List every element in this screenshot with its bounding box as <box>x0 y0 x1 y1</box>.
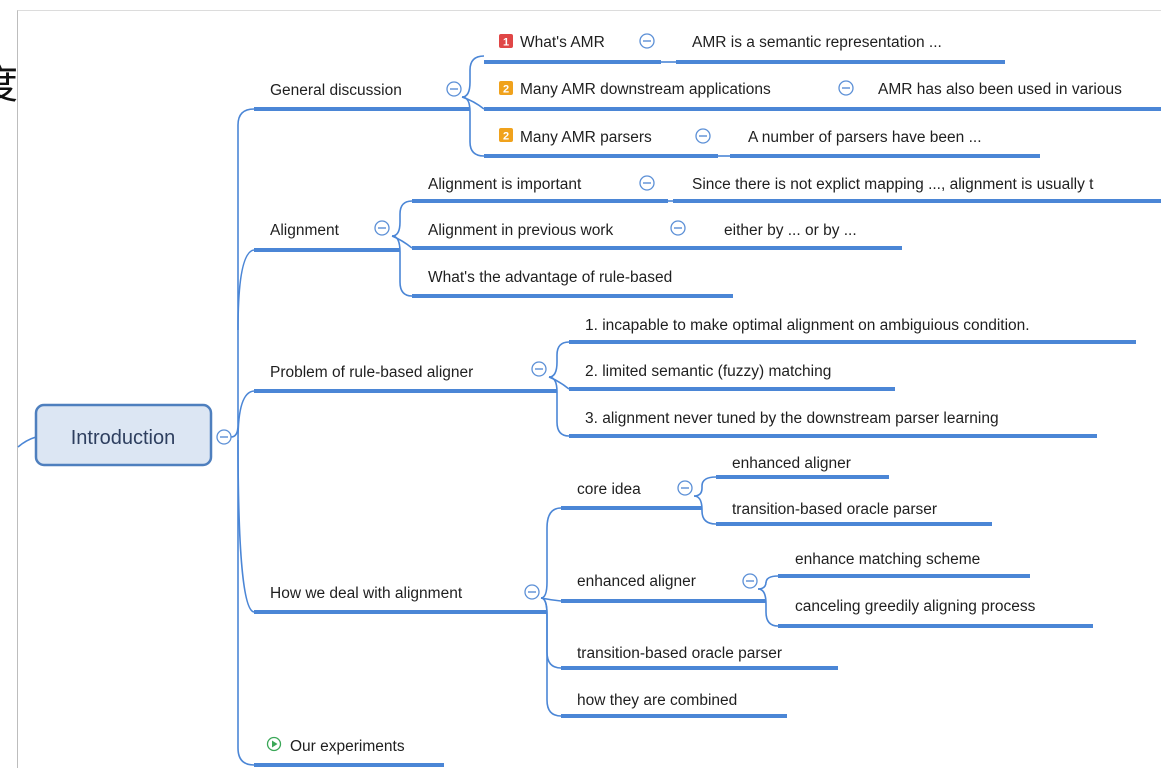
node-label: transition-based oracle parser <box>732 501 937 518</box>
topic-label: Alignment <box>270 222 340 239</box>
note-text: Since there is not explict mapping ..., … <box>692 176 1094 193</box>
topic-label: General discussion <box>270 82 402 99</box>
note-text: A number of parsers have been ... <box>748 129 982 146</box>
root-label: Introduction <box>71 427 176 449</box>
node-alignment-previous-work[interactable]: Alignment in previous work <box>412 222 697 250</box>
note-amr-definition[interactable]: AMR is a semantic representation ... <box>676 34 1005 64</box>
topic-our-experiments[interactable]: Our experiments <box>254 736 444 767</box>
priority-2-icon <box>499 81 513 95</box>
topic-general-discussion[interactable]: General discussion <box>254 82 470 111</box>
node-problem-1[interactable]: 1. incapable to make optimal alignment o… <box>569 317 1136 344</box>
collapse-icon[interactable] <box>742 573 758 589</box>
priority-number: 2 <box>503 84 509 96</box>
priority-number: 2 <box>503 131 509 143</box>
collapse-icon[interactable] <box>670 220 686 236</box>
node-oracle-parser[interactable]: transition-based oracle parser <box>561 645 838 670</box>
collapse-icon[interactable] <box>531 361 547 377</box>
collapse-icon[interactable] <box>374 220 390 236</box>
priority-1-icon <box>499 34 513 48</box>
node-label: Alignment in previous work <box>428 222 613 239</box>
node-label: 1. incapable to make optimal alignment o… <box>585 317 1030 334</box>
node-label: enhance matching scheme <box>795 551 980 568</box>
node-label: enhanced aligner <box>577 573 696 590</box>
node-label: transition-based oracle parser <box>577 645 782 662</box>
node-label: Alignment is important <box>428 176 582 193</box>
node-label: What's the advantage of rule-based <box>428 269 672 286</box>
priority-number: 1 <box>503 37 509 49</box>
node-alignment-important[interactable]: Alignment is important <box>412 176 668 203</box>
node-problem-3[interactable]: 3. alignment never tuned by the downstre… <box>569 410 1097 438</box>
node-label: Many AMR downstream applications <box>520 81 771 98</box>
node-enhanced-aligner[interactable]: enhanced aligner <box>561 573 766 603</box>
collapse-root-icon[interactable] <box>216 429 232 445</box>
note-parsers[interactable]: A number of parsers have been ... <box>730 129 1040 158</box>
node-amr-parsers[interactable]: 2 Many AMR parsers <box>484 128 718 158</box>
note-text: AMR is a semantic representation ... <box>692 34 942 51</box>
node-enhance-matching[interactable]: enhance matching scheme <box>778 551 1030 578</box>
node-cancel-greedy[interactable]: canceling greedily aligning process <box>778 598 1093 628</box>
root-node[interactable] <box>34 403 213 467</box>
note-explicit-mapping[interactable]: Since there is not explict mapping ..., … <box>673 176 1161 203</box>
collapse-icon[interactable] <box>639 175 655 191</box>
node-rule-based-advantage[interactable]: What's the advantage of rule-based <box>412 269 733 298</box>
node-label: 3. alignment never tuned by the downstre… <box>585 410 999 427</box>
connectors <box>17 55 779 766</box>
collapse-icon[interactable] <box>838 80 854 96</box>
topic-label: How we deal with alignment <box>270 585 463 602</box>
node-how-combined[interactable]: how they are combined <box>561 692 787 718</box>
note-downstream-usage[interactable]: AMR has also been used in various <box>862 81 1161 111</box>
node-whats-amr[interactable]: 1 What's AMR <box>484 34 661 64</box>
corner-glyph: 度 <box>0 62 18 108</box>
node-problem-2[interactable]: 2. limited semantic (fuzzy) matching <box>569 363 895 391</box>
topic-label: Our experiments <box>290 738 405 755</box>
topic-label: Problem of rule-based aligner <box>270 364 473 381</box>
topic-alignment[interactable]: Alignment <box>254 222 400 252</box>
topic-problem-rule-based-aligner[interactable]: Problem of rule-based aligner <box>254 364 557 393</box>
note-either-by[interactable]: either by ... or by ... <box>697 222 902 250</box>
collapse-icon[interactable] <box>446 81 462 97</box>
topic-how-we-deal[interactable]: How we deal with alignment <box>254 585 547 614</box>
node-label: core idea <box>577 481 641 498</box>
node-label: canceling greedily aligning process <box>795 598 1036 615</box>
expand-icon[interactable] <box>266 736 282 752</box>
note-text: either by ... or by ... <box>724 222 857 239</box>
node-downstream-applications[interactable]: 2 Many AMR downstream applications <box>484 81 862 111</box>
node-label: how they are combined <box>577 692 737 709</box>
node-core-idea[interactable]: core idea <box>561 481 702 510</box>
node-label: Many AMR parsers <box>520 129 652 146</box>
node-label: What's AMR <box>520 34 605 51</box>
collapse-icon[interactable] <box>677 480 693 496</box>
collapse-icon[interactable] <box>695 128 711 144</box>
node-label: 2. limited semantic (fuzzy) matching <box>585 363 831 380</box>
priority-2-icon <box>499 128 513 142</box>
node-core-oracle-parser[interactable]: transition-based oracle parser <box>716 501 992 526</box>
collapse-icon[interactable] <box>524 584 540 600</box>
node-label: enhanced aligner <box>732 455 851 472</box>
note-text: AMR has also been used in various <box>878 81 1122 98</box>
collapse-icon[interactable] <box>639 33 655 49</box>
node-core-enhanced-aligner[interactable]: enhanced aligner <box>716 455 889 479</box>
